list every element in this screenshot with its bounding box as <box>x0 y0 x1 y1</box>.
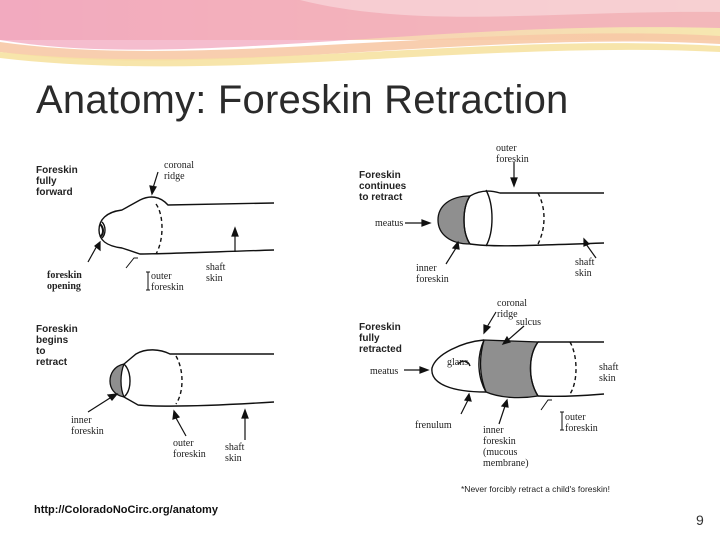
page-number: 9 <box>696 512 704 528</box>
label-meatus: meatus <box>375 218 404 229</box>
label-shaft-skin-4: shaft skin <box>599 362 619 384</box>
label-meatus-4: meatus <box>370 366 399 377</box>
warning-note: *Never forcibly retract a child's foresk… <box>461 484 611 494</box>
label-coronal-ridge: coronal ridge <box>164 160 194 182</box>
penis-diagram-fully-retracted <box>404 311 605 431</box>
decorative-banner <box>0 0 720 80</box>
label-shaft-skin-3: shaft skin <box>225 442 245 464</box>
label-shaft-skin-2: shaft skin <box>575 257 595 279</box>
source-link[interactable]: http://ColoradoNoCirc.org/anatomy <box>34 504 218 516</box>
label-frenulum: frenulum <box>415 420 452 431</box>
slide-title: Anatomy: Foreskin Retraction <box>36 78 569 122</box>
label-sulcus: sulcus <box>516 317 541 328</box>
label-coronal-ridge-4: coronal ridge <box>497 298 527 320</box>
label-inner-foreskin-4: inner foreskin (mucous membrane) <box>483 425 529 469</box>
penis-diagram-fully-forward <box>87 171 275 291</box>
label-shaft-skin: shaft skin <box>206 262 226 284</box>
penis-diagram-continues-retract <box>405 162 605 265</box>
penis-diagram-begins-retract <box>87 349 275 440</box>
label-glans: glans <box>447 357 469 368</box>
